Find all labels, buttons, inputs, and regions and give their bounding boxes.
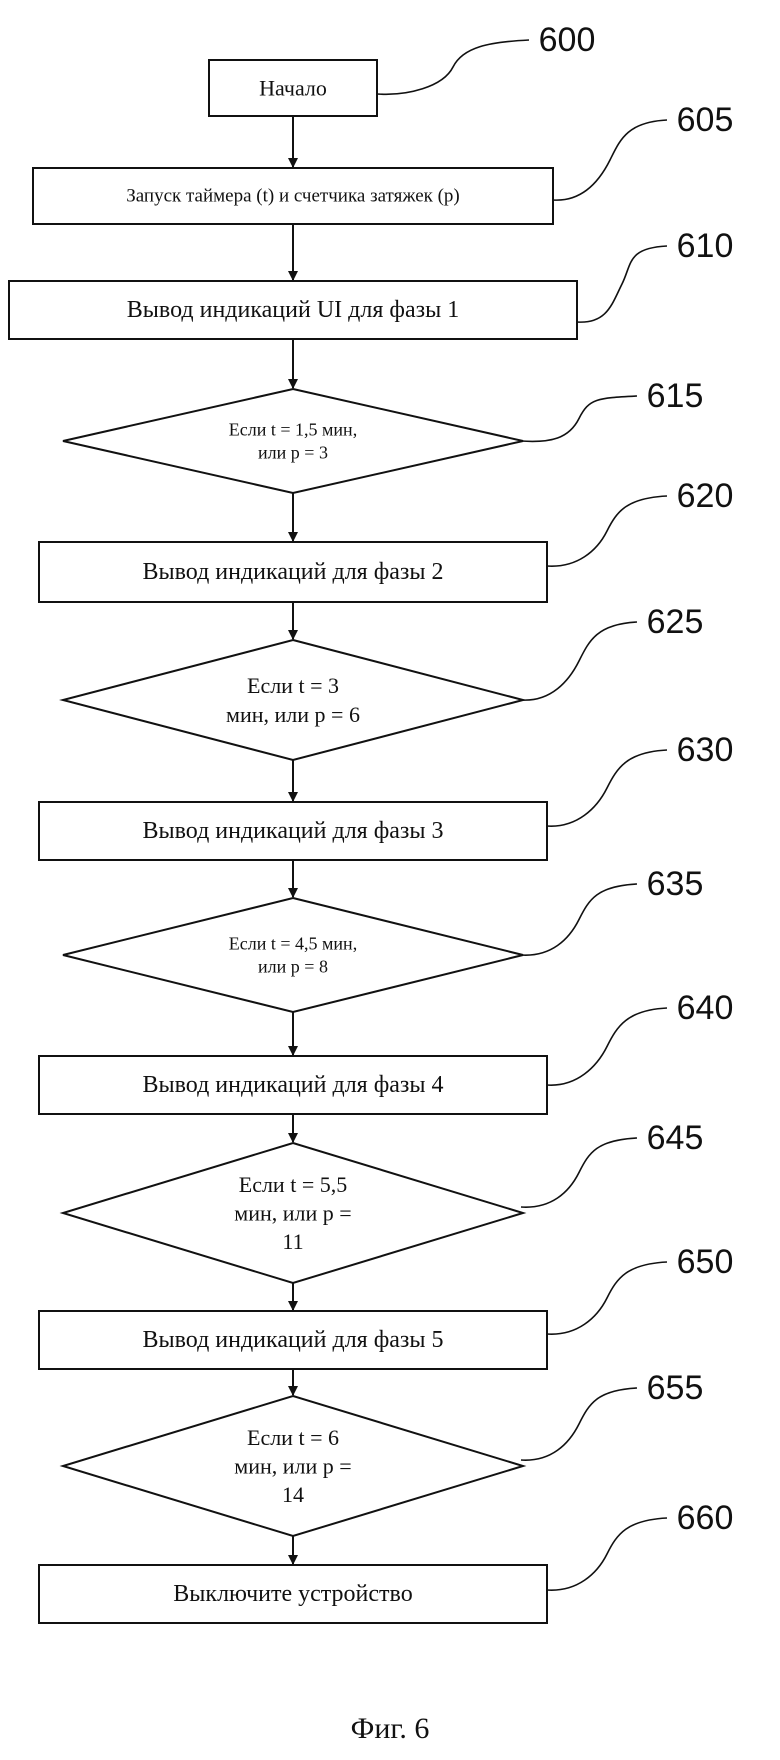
- node-label-640-line-1: Вывод индикаций для фазы 4: [142, 1072, 443, 1098]
- reference-leader-655: [521, 1388, 637, 1460]
- reference-leader-605: [553, 120, 667, 200]
- decision-diamond-615: [63, 389, 523, 493]
- reference-leader-620: [547, 496, 667, 566]
- node-label-635-line-1: Если t = 4,5 мин,: [229, 933, 357, 953]
- reference-numeral-610: 610: [677, 227, 734, 265]
- reference-numeral-600: 600: [539, 21, 596, 59]
- node-label-600-line-1: Начало: [259, 76, 327, 101]
- reference-numeral-620: 620: [677, 477, 734, 515]
- reference-numeral-615: 615: [647, 377, 704, 415]
- reference-numeral-625: 625: [647, 603, 704, 641]
- reference-leader-610: [577, 246, 667, 322]
- reference-leader-630: [547, 750, 667, 826]
- reference-leader-650: [547, 1262, 667, 1334]
- node-label-635-line-2: или p = 8: [258, 957, 328, 977]
- node-label-655-line-1: Если t = 6: [247, 1425, 339, 1450]
- node-label-625-line-1: Если t = 3: [247, 673, 339, 698]
- reference-leader-635: [521, 884, 637, 955]
- figure-caption: Фиг. 6: [0, 1712, 780, 1746]
- decision-diamond-625: [63, 640, 523, 760]
- node-label-625-line-2: мин, или p = 6: [226, 702, 360, 727]
- reference-numeral-635: 635: [647, 865, 704, 903]
- node-label-645-line-2: мин, или p =: [234, 1201, 351, 1226]
- reference-numeral-605: 605: [677, 101, 734, 139]
- reference-numeral-645: 645: [647, 1119, 704, 1157]
- node-label-655-line-3: 14: [282, 1482, 304, 1507]
- reference-leader-640: [547, 1008, 667, 1085]
- reference-numeral-650: 650: [677, 1243, 734, 1281]
- reference-numeral-630: 630: [677, 731, 734, 769]
- node-label-645-line-3: 11: [282, 1229, 303, 1254]
- reference-leader-600: [377, 40, 529, 94]
- reference-leader-615: [521, 396, 637, 441]
- node-label-615-line-2: или p = 3: [258, 443, 328, 463]
- node-label-610-line-1: Вывод индикаций UI для фазы 1: [127, 297, 459, 323]
- node-label-605-line-1: Запуск таймера (t) и счетчика затяжек (p…: [126, 186, 460, 207]
- node-label-655-line-2: мин, или p =: [234, 1454, 351, 1479]
- reference-leader-660: [547, 1518, 667, 1590]
- reference-numeral-655: 655: [647, 1369, 704, 1407]
- reference-leader-645: [521, 1138, 637, 1207]
- node-label-650-line-1: Вывод индикаций для фазы 5: [142, 1327, 443, 1353]
- node-label-630-line-1: Вывод индикаций для фазы 3: [142, 818, 443, 844]
- node-label-645-line-1: Если t = 5,5: [239, 1172, 347, 1197]
- node-label-615-line-1: Если t = 1,5 мин,: [229, 419, 357, 439]
- decision-diamond-635: [63, 898, 523, 1012]
- reference-numeral-660: 660: [677, 1499, 734, 1537]
- node-label-660-line-1: Выключите устройство: [173, 1581, 412, 1607]
- reference-numeral-640: 640: [677, 989, 734, 1027]
- reference-leader-625: [521, 622, 637, 700]
- node-label-620-line-1: Вывод индикаций для фазы 2: [142, 559, 443, 585]
